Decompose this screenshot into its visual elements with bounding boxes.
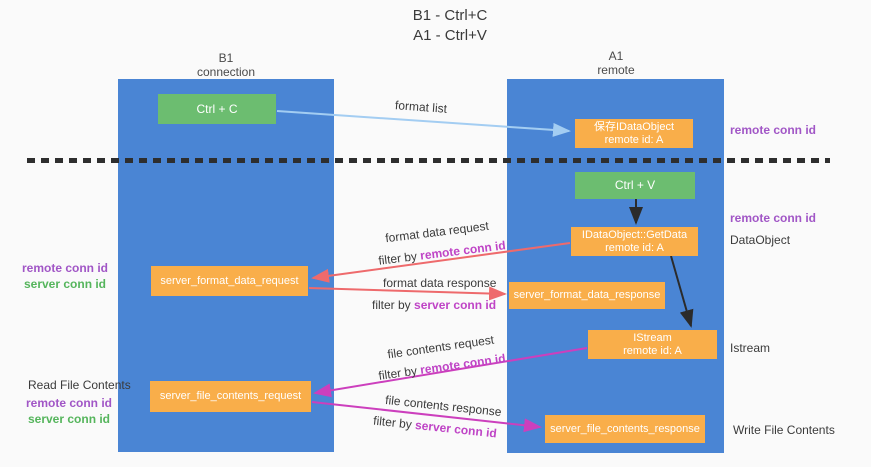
dashed-separator-line bbox=[27, 158, 830, 163]
node-istream: IStream remote id: A bbox=[588, 330, 717, 359]
edge-label-format-data-response: format data response bbox=[383, 276, 497, 290]
edge-label-filter-server-1: filter by server conn id bbox=[372, 298, 496, 312]
filter-by-text: filter by bbox=[372, 298, 411, 312]
filter-by-text: filter by bbox=[377, 249, 418, 268]
node-getdata-line1: IDataObject::GetData bbox=[581, 228, 688, 241]
lane-b1-subtitle: connection bbox=[196, 65, 256, 79]
filter-by-text: filter by bbox=[372, 413, 413, 432]
filter-server-conn-id: server conn id bbox=[414, 298, 497, 312]
node-server-file-contents-response: server_file_contents_response bbox=[545, 415, 705, 443]
lane-b1-title: B1 bbox=[218, 51, 234, 65]
filter-server-conn-id: server conn id bbox=[414, 417, 498, 441]
node-server-format-data-request: server_format_data_request bbox=[151, 266, 308, 296]
edge-label-format-list: format list bbox=[394, 98, 448, 116]
edge-label-file-contents-response: file contents response bbox=[384, 392, 503, 420]
right-mid-remote-conn-id: remote conn id bbox=[730, 211, 817, 225]
node-server-file-contents-request: server_file_contents_request bbox=[150, 381, 311, 412]
left-file-server-conn-id: server conn id bbox=[27, 412, 111, 426]
lane-a1-title: A1 bbox=[608, 49, 624, 63]
node-ctrl-v-label: Ctrl + V bbox=[614, 178, 656, 192]
node-istream-line1: IStream bbox=[633, 331, 672, 344]
node-getdata-line2: remote id: A bbox=[605, 241, 664, 254]
left-format-remote-conn-id: remote conn id bbox=[21, 261, 108, 275]
lane-header-a1: A1 remote bbox=[546, 49, 686, 77]
right-write-file-contents: Write File Contents bbox=[733, 423, 835, 437]
node-server-format-data-response-label: server_format_data_response bbox=[513, 289, 661, 301]
node-idataobject-getdata: IDataObject::GetData remote id: A bbox=[571, 227, 698, 256]
lane-a1-subtitle: remote bbox=[597, 63, 635, 77]
node-save-idataobject-line1: 保存IDataObject bbox=[593, 120, 675, 133]
right-dataobject-label: DataObject bbox=[730, 233, 791, 247]
left-file-conn-ids: remote conn id server conn id bbox=[24, 395, 114, 427]
node-save-idataobject: 保存IDataObject remote id: A bbox=[575, 119, 693, 148]
node-ctrl-v: Ctrl + V bbox=[575, 172, 695, 199]
node-istream-line2: remote id: A bbox=[623, 344, 682, 357]
left-format-conn-ids: remote conn id server conn id bbox=[20, 260, 110, 292]
title-line-2: A1 - Ctrl+V bbox=[413, 27, 487, 44]
node-server-format-data-response: server_format_data_response bbox=[509, 282, 665, 309]
filter-remote-conn-id: remote conn id bbox=[419, 238, 507, 263]
right-top-remote-conn-id: remote conn id bbox=[730, 123, 817, 137]
lane-header-b1: B1 connection bbox=[156, 51, 296, 79]
node-server-file-contents-response-label: server_file_contents_response bbox=[550, 422, 700, 435]
left-format-server-conn-id: server conn id bbox=[23, 277, 107, 291]
right-istream-label: Istream bbox=[730, 341, 771, 355]
title-line-1: B1 - Ctrl+C bbox=[412, 7, 488, 24]
node-save-idataobject-line2: remote id: A bbox=[604, 133, 664, 146]
filter-by-text: filter by bbox=[377, 363, 418, 383]
node-server-format-data-request-label: server_format_data_request bbox=[160, 274, 299, 287]
node-ctrl-c-label: Ctrl + C bbox=[196, 101, 238, 116]
node-ctrl-c: Ctrl + C bbox=[158, 94, 276, 124]
left-file-remote-conn-id: remote conn id bbox=[25, 396, 112, 410]
diagram-title: B1 - Ctrl+C A1 - Ctrl+V bbox=[300, 6, 600, 46]
node-server-file-contents-request-label: server_file_contents_request bbox=[159, 390, 302, 402]
edge-label-filter-server-2: filter by server conn id bbox=[373, 414, 498, 441]
left-read-file-contents: Read File Contents bbox=[28, 378, 131, 392]
